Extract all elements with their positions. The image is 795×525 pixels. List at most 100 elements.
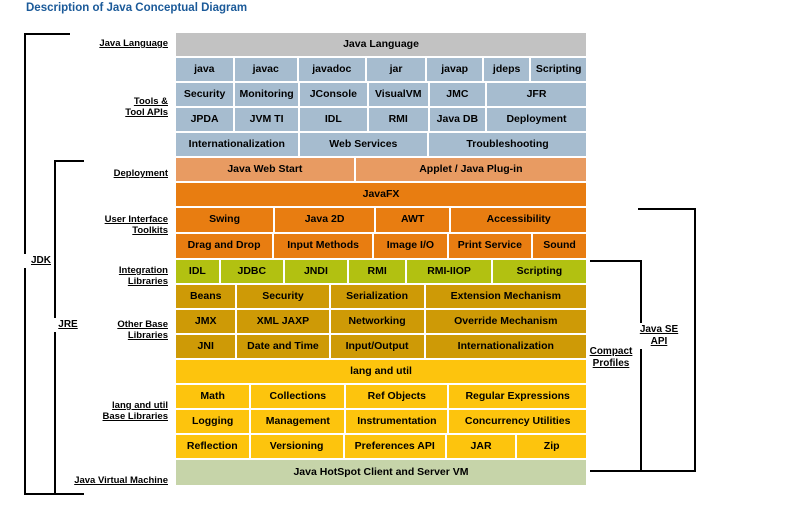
- row-label-lang-and-util-base-libraries: lang and util Base Libraries: [72, 400, 168, 422]
- jvm-row: Java HotSpot Client and Server VM: [176, 460, 586, 485]
- stack-cell: Deployment: [487, 108, 586, 131]
- row-label-java-language: Java Language: [72, 38, 168, 49]
- stack-cell: JConsole: [300, 83, 367, 106]
- stack-cell: Networking: [330, 310, 424, 333]
- stack-cell: javap: [427, 58, 482, 81]
- stack-cell: Drag and Drop: [176, 234, 273, 258]
- stack-cell: RMI-IIOP: [407, 260, 491, 283]
- row-label-deployment: Deployment: [72, 168, 168, 179]
- row-label-line: lang and util: [112, 400, 168, 411]
- row-label-integration-libraries: Integration Libraries: [72, 265, 168, 287]
- stack-cell: JMC: [429, 83, 485, 106]
- stack-cell: Input/Output: [330, 335, 424, 358]
- stack-cell: Instrumentation: [346, 410, 448, 433]
- stack-cell: Print Service: [448, 234, 532, 258]
- row-label-line: Tools &: [133, 96, 168, 107]
- stack-cell: Internationalization: [176, 133, 298, 156]
- stack-cell: Math: [176, 385, 250, 408]
- row-label-line: Other Base: [117, 319, 168, 330]
- jdk-label-line-1: JDK: [30, 255, 51, 266]
- jre-bracket-label: JRE: [51, 318, 85, 332]
- stack-cell: Preferences API: [344, 435, 445, 458]
- row-label-line: Tool APIs: [125, 107, 168, 118]
- java-se-api-bracket-label: Java SE API: [636, 323, 682, 349]
- stack-cell: AWT: [376, 208, 450, 232]
- stack-cell: Swing: [176, 208, 274, 232]
- stack-cell: jar: [366, 58, 426, 81]
- lang-and-util-row: lang and util: [176, 360, 586, 383]
- compact-profiles-label-line-2: Profiles: [592, 358, 630, 369]
- stack-cell: Security: [176, 83, 234, 106]
- stack-cell: JavaFX: [176, 183, 586, 206]
- stack-cell: javadoc: [298, 58, 365, 81]
- stack-cell: java: [176, 58, 233, 81]
- stack-cell: Applet / Java Plug-in: [355, 158, 586, 181]
- stack-cell: Java 2D: [275, 208, 375, 232]
- javafx-row: JavaFX: [176, 183, 586, 206]
- stack-cell: IDL: [176, 260, 219, 283]
- stack-cell: Extension Mechanism: [425, 285, 586, 308]
- stack-cell: VisualVM: [368, 83, 428, 106]
- stack-cell: Scripting: [492, 260, 586, 283]
- row-label-line: Toolkits: [132, 225, 168, 236]
- stack-cell: Java Web Start: [176, 158, 354, 181]
- stack-cell: Concurrency Utilities: [449, 410, 586, 433]
- stack-cell: Reflection: [176, 435, 249, 458]
- stack-cell: Versioning: [250, 435, 343, 458]
- stack-cell: Image I/O: [374, 234, 447, 258]
- stack-cell: Accessibility: [451, 208, 586, 232]
- stack-cell: JNI: [176, 335, 236, 358]
- stack-cell: RMI: [368, 108, 428, 131]
- row-label-line: User Interface: [104, 214, 168, 225]
- stack-cell: Sound: [533, 234, 586, 258]
- stack-cell: Collections: [251, 385, 345, 408]
- java-language-row: Java Language: [176, 33, 586, 56]
- stack-cell: JVM TI: [235, 108, 299, 131]
- compact-profiles-bracket-label: Compact Profiles: [587, 345, 635, 371]
- stack-cell: Management: [251, 410, 345, 433]
- stack-cell: Date and Time: [237, 335, 329, 358]
- stack-cell: Scripting: [531, 58, 586, 81]
- stack-cell: JDBC: [220, 260, 283, 283]
- row-label-java-virtual-machine: Java Virtual Machine: [68, 475, 168, 486]
- stack-cell: Logging: [176, 410, 250, 433]
- jdk-bracket-label: JDK: [24, 254, 58, 268]
- stack-cell: Zip: [517, 435, 586, 458]
- compact-profiles-label-line-1: Compact: [589, 346, 633, 357]
- stack-cell: Monitoring: [235, 83, 299, 106]
- stack-cell: Java DB: [429, 108, 485, 131]
- stack-cell: Serialization: [330, 285, 424, 308]
- jre-label-line-1: JRE: [58, 319, 78, 330]
- stack-cell: javac: [234, 58, 297, 81]
- stack-cell: RMI: [349, 260, 406, 283]
- stack-cell: Java HotSpot Client and Server VM: [176, 460, 586, 485]
- java-se-api-bracket: [638, 208, 696, 472]
- stack-cell: JFR: [487, 83, 586, 106]
- stack-cell: Java Language: [176, 33, 586, 56]
- compact-profiles-bracket: [590, 260, 642, 472]
- java-se-api-label-line-1: Java SE: [639, 324, 679, 335]
- row-label-line: Java Language: [99, 38, 168, 49]
- stack-cell: JAR: [446, 435, 516, 458]
- stack-cell: JNDI: [284, 260, 348, 283]
- stack-cell: Override Mechanism: [425, 310, 586, 333]
- stack-cell: JPDA: [176, 108, 234, 131]
- row-label-line: Deployment: [113, 168, 168, 179]
- row-label-line: Libraries: [127, 330, 168, 341]
- stack-cell: jdeps: [484, 58, 530, 81]
